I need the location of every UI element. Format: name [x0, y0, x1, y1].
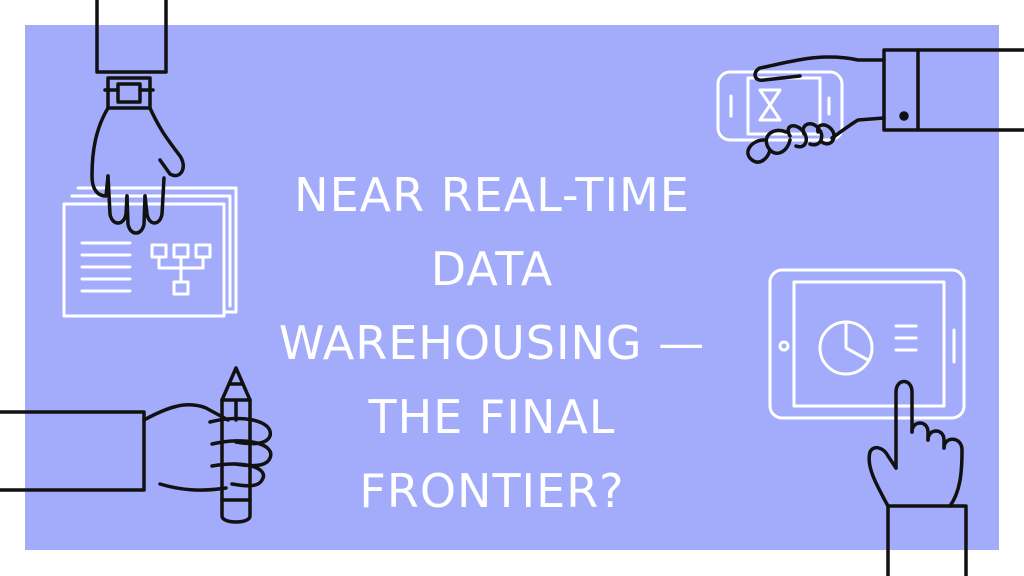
- headline-line-2: DATA: [430, 242, 554, 296]
- headline-line-3: WAREHOUSING —: [278, 316, 706, 370]
- hand-with-wristwatch-icon: [90, 0, 185, 235]
- hand-holding-pencil-icon: [0, 366, 273, 524]
- tablet-with-pie-chart-icon: [768, 268, 966, 420]
- headline: NEAR REAL-TIME DATA WAREHOUSING — THE FI…: [232, 158, 752, 528]
- hand-pointing-icon: [867, 379, 968, 576]
- headline-line-5: FRONTIER?: [359, 464, 625, 518]
- headline-line-4: THE FINAL: [368, 390, 616, 444]
- headline-line-1: NEAR REAL-TIME: [294, 168, 690, 222]
- documents-icon: [62, 186, 238, 318]
- hand-holding-phone-icon: [746, 48, 1024, 164]
